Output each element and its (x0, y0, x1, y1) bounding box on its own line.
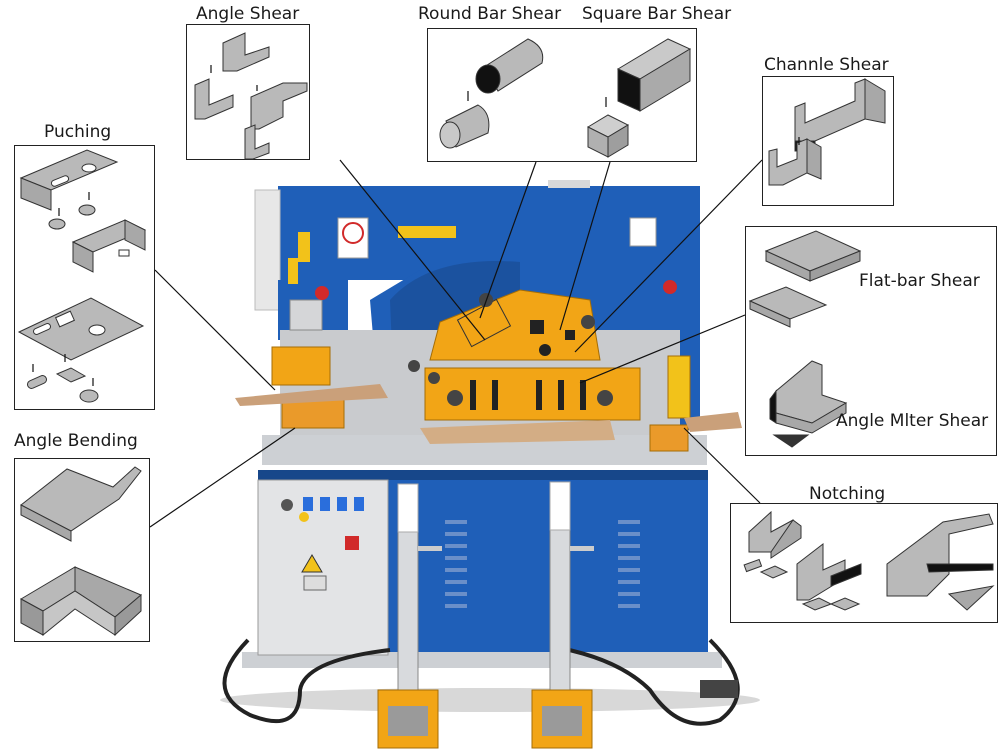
label-punching: Puching (44, 122, 112, 142)
angle-bending-box (14, 458, 150, 642)
channel-shear-parts (768, 78, 886, 186)
angle-shear-parts (194, 32, 308, 160)
flat-miter-shear-box (745, 226, 997, 456)
notching-parts (743, 510, 995, 611)
bar-shear-parts (439, 38, 692, 158)
label-channel-shear: Channle Shear (764, 55, 889, 75)
label-square-bar-shear: Square Bar Shear (582, 4, 732, 24)
bar-shear-box (427, 28, 697, 162)
angle-bending-parts (19, 466, 142, 637)
label-angle-miter-shear: Angle Mlter Shear (836, 411, 989, 431)
notching-box (730, 503, 998, 623)
label-flat-bar-shear: Flat-bar Shear (859, 271, 980, 291)
angle-shear-box (186, 24, 310, 160)
label-angle-shear: Angle Shear (196, 4, 300, 24)
punching-parts (17, 149, 147, 403)
label-round-bar-shear: Round Bar Shear (418, 4, 562, 24)
label-notching: Notching (809, 484, 886, 504)
punching-box (14, 145, 155, 410)
flat-miter-shear-parts (748, 230, 862, 448)
label-angle-bending: Angle Bending (14, 431, 138, 451)
channel-shear-box (762, 76, 894, 206)
